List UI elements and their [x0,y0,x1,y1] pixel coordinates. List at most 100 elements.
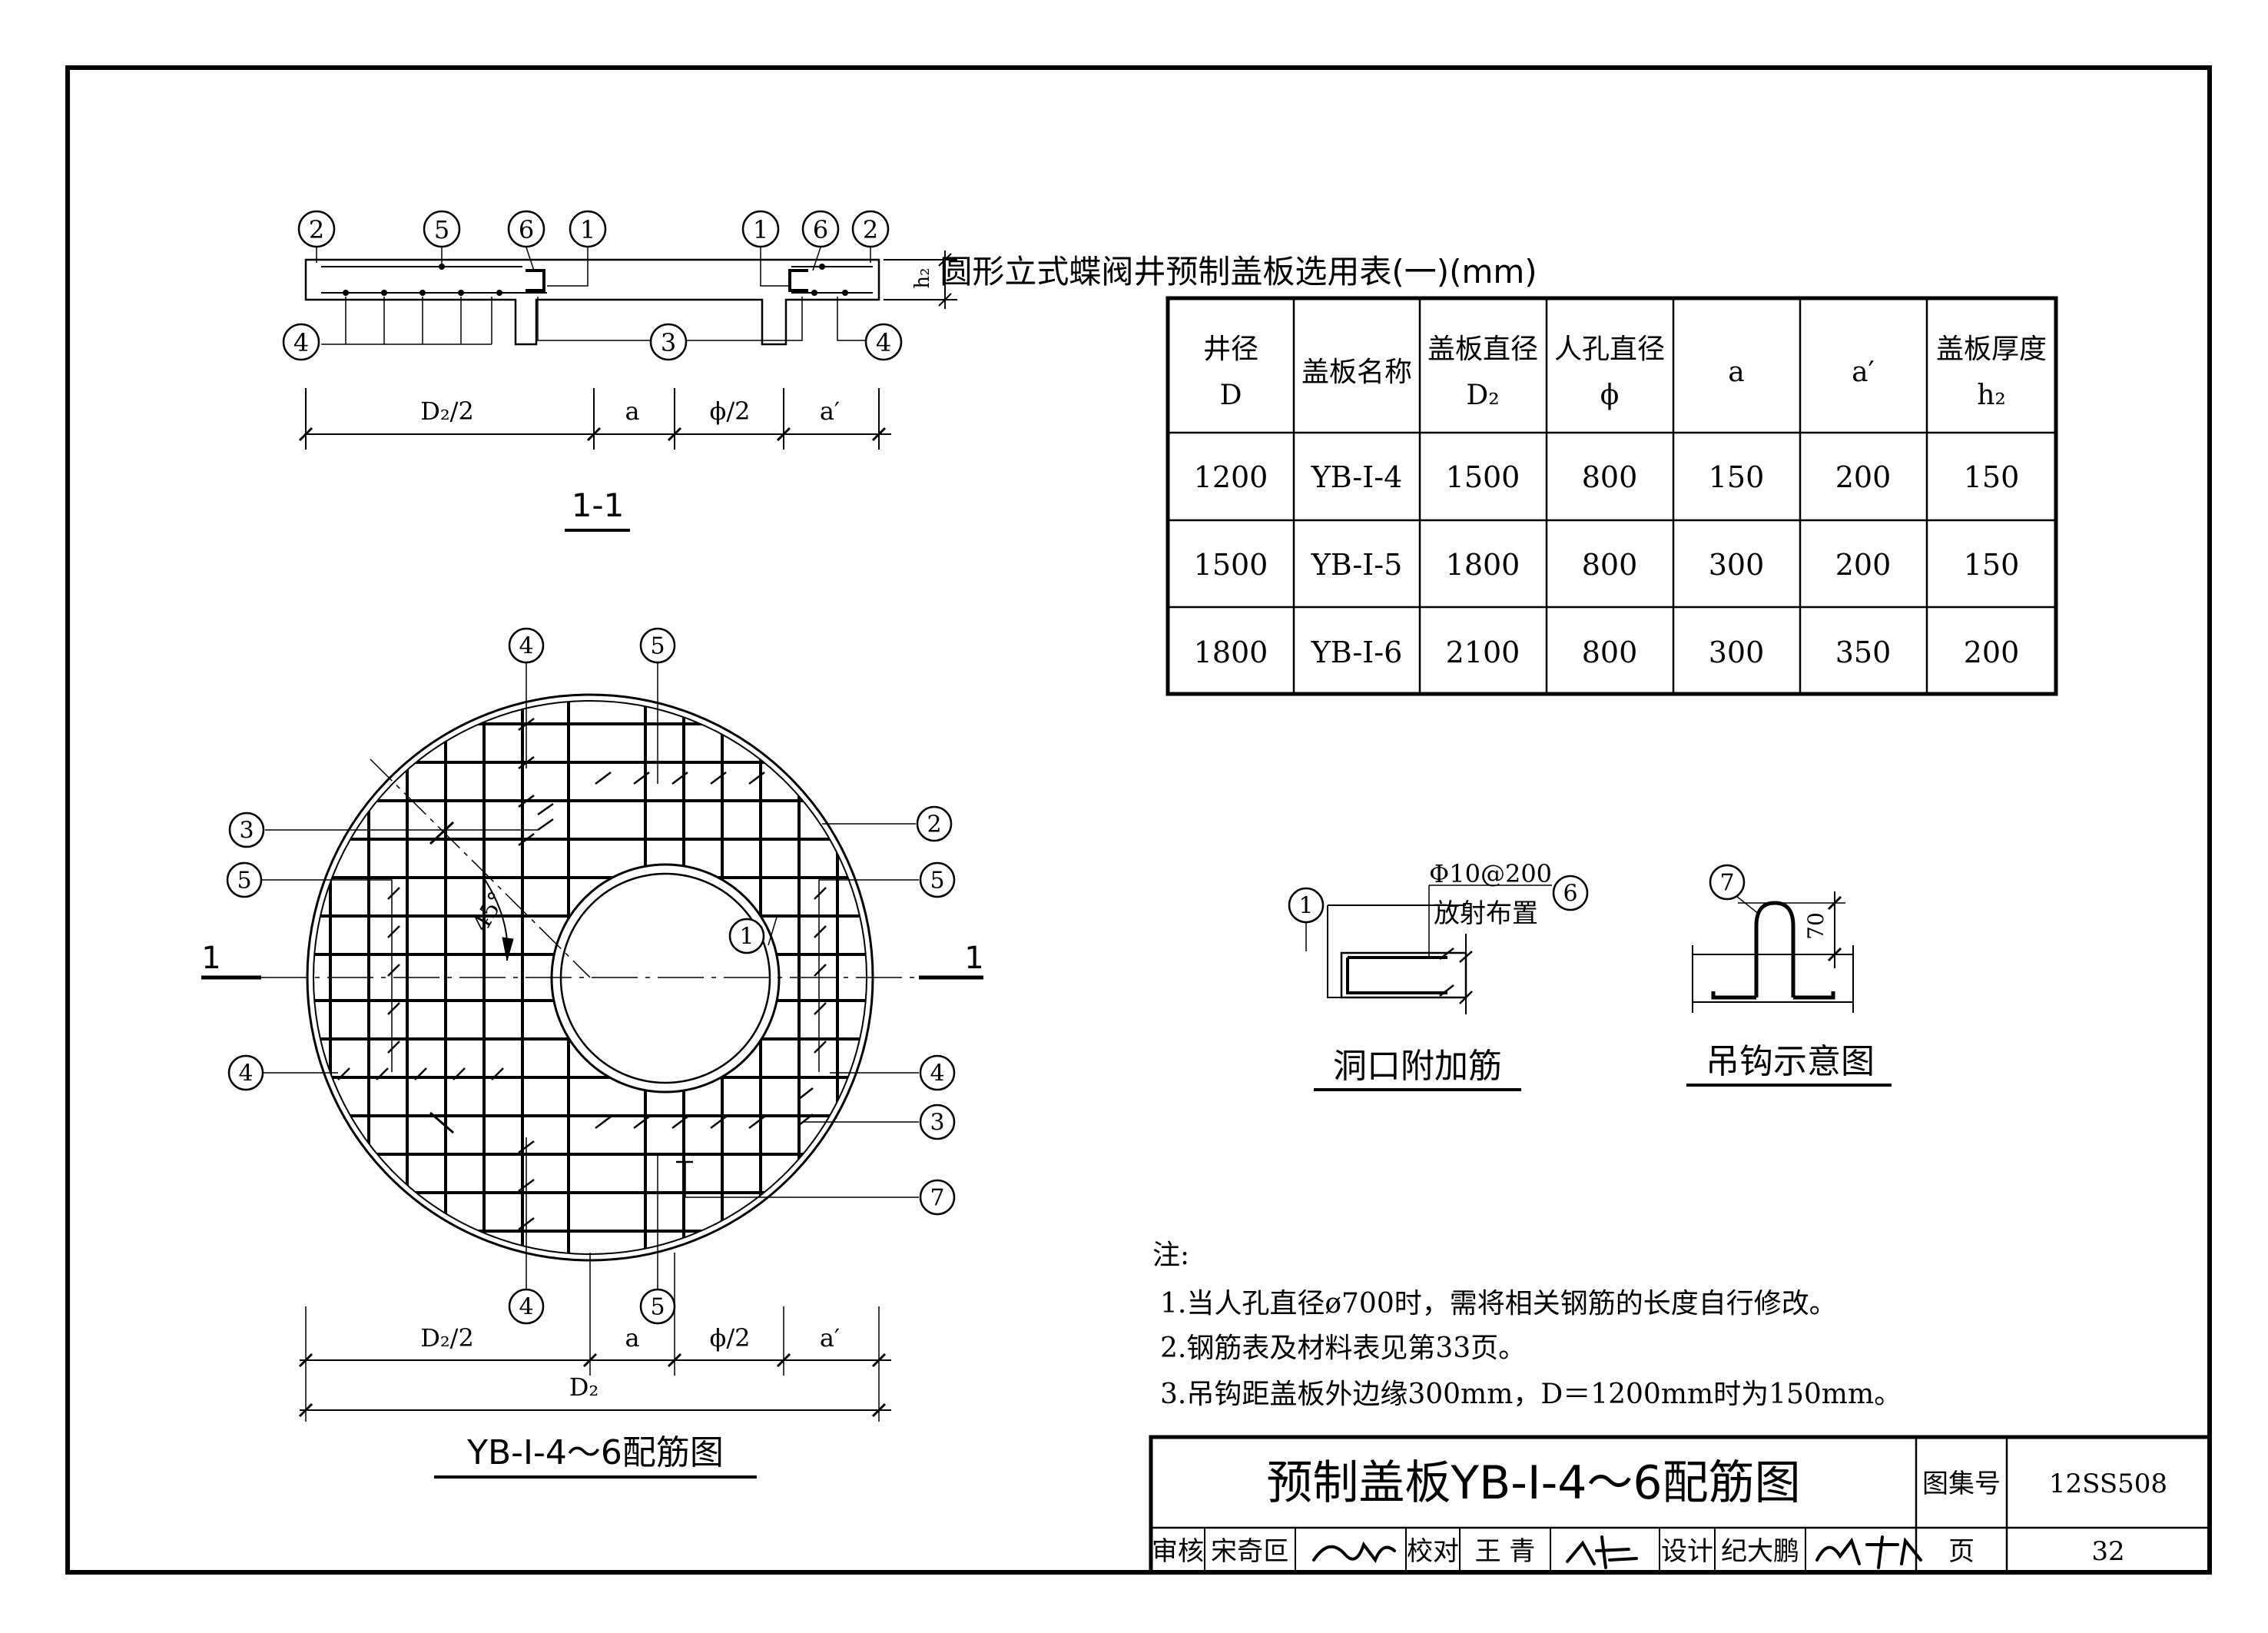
table-cell: 300 [1709,636,1765,669]
page-label: 页 [1948,1536,1975,1567]
drawing-title: 预制盖板YB-Ⅰ-4～6配筋图 [1266,1456,1800,1510]
section-leader-3 [537,297,803,341]
section-leader-4-left [321,297,492,345]
plan-balloon-text: 4 [519,1294,533,1321]
plan-title: YB-Ⅰ-4～6配筋图 [466,1433,724,1472]
section-dim-a: a [625,397,639,426]
opening-balloon-1: 1 [1298,893,1313,920]
th-cover-diameter-symbol: D₂ [1466,380,1499,411]
section-dim-phi-half: ϕ/2 [710,397,751,426]
plan-balloon-text: 4 [238,1060,253,1087]
plan-balloon-text: 2 [927,812,941,838]
th-well-diameter-symbol: D [1220,380,1242,411]
section-leader-4-right [837,297,865,341]
table-cell: 1800 [1194,636,1268,669]
section-1-1 [298,247,957,532]
check-name: 王 青 [1475,1536,1536,1567]
hook-balloon-7: 7 [1719,870,1734,897]
plan-dim-d2: D₂ [569,1372,598,1402]
table-cell: 1200 [1194,460,1268,494]
diagonal-short-mark [429,821,455,845]
section-dim-chain [304,388,891,450]
design-label: 设计 [1661,1536,1713,1567]
section-balloon-1-right [741,210,780,248]
cut-label-left: 1 [201,941,220,976]
section-balloon-text: 1 [753,215,768,244]
diagonal-short-mark-2 [429,1111,454,1134]
signature-designer [1815,1535,1922,1569]
section-balloon-4-left [282,323,320,361]
plan-dim-ticks [298,1353,887,1418]
plan-balloons [226,627,956,1325]
signature-checker [1566,1535,1638,1569]
angle-arrow [502,937,514,961]
rebar-hatch-marks [337,718,827,1230]
cut-label-right: 1 [964,941,983,976]
section-dim-ticks [298,427,887,442]
th-manhole-diameter: 人孔直径 [1554,334,1665,365]
section-title: 1-1 [572,486,625,524]
plan-view [201,661,983,1422]
plan-balloon-text: 3 [930,1110,944,1137]
th-a-prime: a′ [1852,357,1875,388]
plan-dim-phi-half: ϕ/2 [710,1323,751,1353]
plan-dim-a: a [625,1323,639,1353]
atlas-label: 图集号 [1922,1469,2001,1499]
plan-dim-a-prime: a′ [820,1323,840,1353]
plan-balloon-text: 5 [930,868,944,894]
opening-spec: Φ10@200 [1429,859,1552,888]
atlas-number: 12SS508 [2049,1469,2167,1499]
th-manhole-diameter-symbol: ϕ [1600,380,1620,411]
selection-table [1166,296,2058,696]
section-ring-bar-right [788,269,808,292]
table-cell: 150 [1964,548,2020,582]
table-cell: 150 [1709,460,1765,494]
note-item-3: 3.吊钩距盖板外边缘300mm，D＝1200mm时为150mm。 [1160,1379,1902,1410]
section-balloon-4-right [864,323,903,361]
table-cell: 200 [1964,636,2020,669]
table-cell: 1800 [1446,548,1520,582]
opening-spec-note: 放射布置 [1434,898,1538,929]
th-cover-diameter: 盖板直径 [1427,334,1538,365]
section-bar-dots [343,264,848,296]
table-cell: YB-I-6 [1311,636,1403,669]
section-dim-a-prime: a′ [820,397,840,426]
manhole-ring-inner [559,872,771,1084]
section-balloon-1-left [569,210,607,248]
hook-title: 吊钩示意图 [1706,1042,1875,1081]
th-a: a [1728,357,1744,388]
section-balloon-6-left [507,210,545,248]
note-item-2: 2.钢筋表及材料表见第33页。 [1160,1333,1526,1364]
section-balloon-2-left [297,210,336,248]
plan-balloon-text: 4 [519,633,533,660]
opening-title: 洞口附加筋 [1333,1047,1502,1086]
hook-dim-70: 70 [1803,912,1829,940]
section-plate-outline [304,258,880,346]
signature-scribbles [1312,1535,1922,1569]
plan-leaders [261,661,919,1291]
table-cell: 1500 [1446,460,1520,494]
opening-balloon-6: 6 [1563,881,1577,908]
table-cell: 800 [1582,460,1638,494]
th-well-diameter: 井径 [1203,334,1258,365]
th-cover-name: 盖板名称 [1301,357,1412,388]
section-balloons [282,210,903,361]
plan-balloon-text: 5 [237,868,251,894]
signature-reviewer [1312,1541,1396,1564]
section-balloon-text: 4 [293,328,309,357]
section-balloon-text: 6 [519,215,534,244]
plan-balloon-text: 4 [930,1060,944,1087]
manhole-ring-outer [550,863,781,1094]
section-balloon-3 [649,323,688,361]
section-balloon-text: 6 [813,215,828,244]
title-block [1149,1435,2212,1575]
table-cell: 300 [1709,548,1765,582]
plan-balloon-text: 5 [650,1294,665,1321]
plan-balloon-text: 3 [239,818,254,845]
sheet-border [65,65,2212,1575]
table-cell: YB-I-5 [1311,548,1403,582]
check-label: 校对 [1407,1536,1459,1567]
table-cell: 1500 [1194,548,1268,582]
plan-balloon-text: 5 [650,633,665,660]
